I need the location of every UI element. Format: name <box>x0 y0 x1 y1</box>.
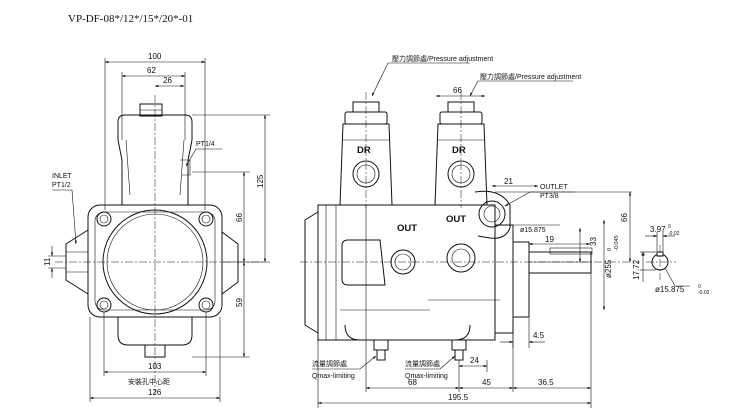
flow-adj-label-1-en: Qmax-limiting <box>312 373 355 380</box>
key-tol-upper: 0 <box>668 224 671 230</box>
shaft-tol-upper: 0 <box>698 284 701 290</box>
outlet-thread-label: PT3/8 <box>540 193 559 200</box>
flow-adj-label-1: 流量調節處 <box>312 359 347 368</box>
pilot-tol-upper: 0 <box>607 248 613 251</box>
dim-195-5: 195.5 <box>448 393 469 402</box>
dim-66: 66 <box>235 213 244 222</box>
flow-adj-label-2-en: Qmax-limiting <box>405 373 448 380</box>
front-view: DR DR OUT OUT 壓力調節處/Pressure adjustment … <box>300 54 640 408</box>
mount-center-label: 安裝孔中心距 <box>128 377 170 386</box>
drawing-title: VP-DF-08*/12*/15*/20*-01 <box>68 13 193 25</box>
dim-33: 33 <box>589 237 598 246</box>
key-width: 3.97 <box>650 225 666 234</box>
dr-label-1: DR <box>357 145 371 156</box>
dim-126: 126 <box>148 388 162 397</box>
dim-4-5: 4.5 <box>533 331 545 340</box>
height-tol-upper: 0 <box>641 253 647 256</box>
dim-36-5: 36.5 <box>538 378 554 387</box>
dim-59: 59 <box>235 298 244 307</box>
dim-66-right: 66 <box>620 213 629 222</box>
out-label-1: OUT <box>397 223 417 234</box>
pressure-adj-label-1: 壓力調節處/Pressure adjustment <box>392 54 493 63</box>
shaft-height: 17.72 <box>632 259 641 280</box>
dim-24: 24 <box>470 356 479 365</box>
valve-tower-1 <box>339 92 393 208</box>
flow-adj-label-2: 流量調節處 <box>405 359 440 368</box>
pressure-adj-label-2: 壓力調節處/Pressure adjustment <box>480 72 581 81</box>
dim-phi15875: ø15.875 <box>520 227 546 234</box>
dr-label-2: DR <box>452 145 466 156</box>
inlet-label: INLET <box>52 173 73 180</box>
dim-26: 26 <box>163 76 172 85</box>
dim-100: 100 <box>148 52 162 61</box>
pt14-label: PT1/4 <box>196 141 215 148</box>
dim-45: 45 <box>482 378 491 387</box>
pilot-tol-lower: -0.045 <box>614 235 620 251</box>
valve-tower-2 <box>434 92 488 208</box>
dim-125: 125 <box>256 174 265 188</box>
inlet-thread-label: PT1/2 <box>52 182 71 189</box>
out-label-2: OUT <box>446 214 466 225</box>
dim-11: 11 <box>43 257 52 266</box>
outlet-label: OUTLET <box>540 184 568 191</box>
dim-21: 21 <box>504 177 513 186</box>
key-tol-lower: -0.02 <box>668 231 680 237</box>
dim-68: 68 <box>408 378 417 387</box>
dim-62: 62 <box>147 66 156 75</box>
shaft-tol-lower: -0.02 <box>698 290 710 296</box>
shaft-dia: ø15.875 <box>655 285 685 294</box>
dim-66-top: 66 <box>453 86 462 95</box>
shaft-section: 3.97 0 -0.02 17.72 0 ø15.875 0 -0.02 <box>632 224 710 296</box>
dim-19: 19 <box>545 235 554 244</box>
dim-103: 103 <box>148 362 162 371</box>
dim-phi-pilot: ø255 <box>604 259 613 278</box>
left-view: 100 62 26 125 66 59 11 103 安裝孔中心距 126 <box>43 52 270 402</box>
